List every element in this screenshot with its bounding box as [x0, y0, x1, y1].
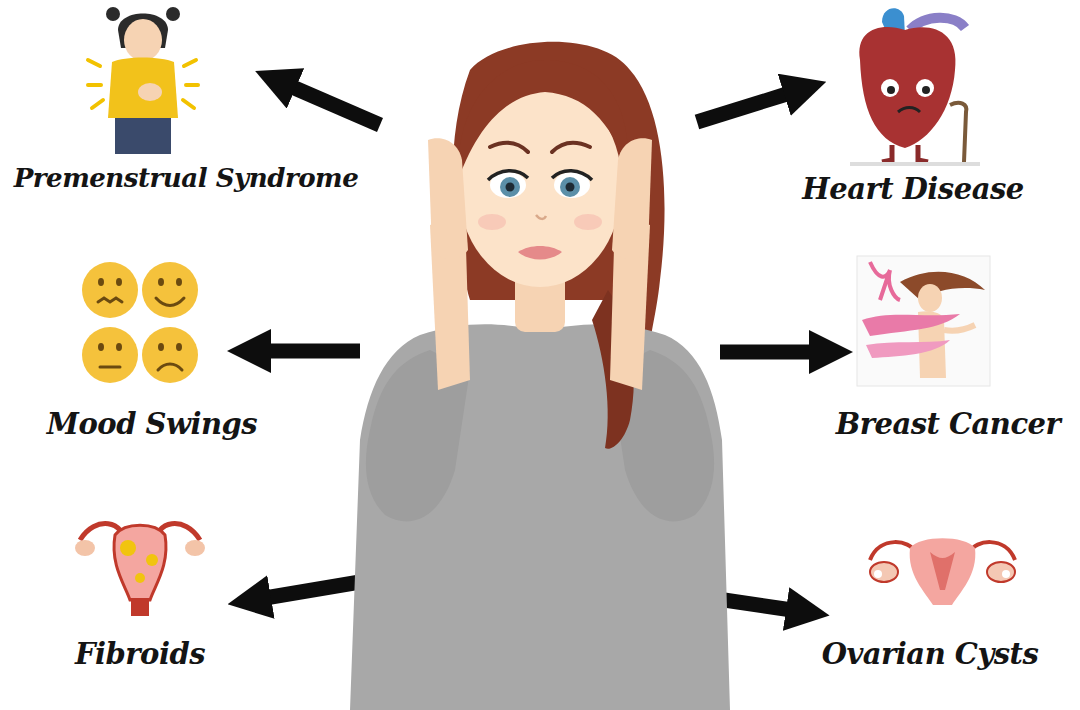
ovarian-cysts-icon [870, 538, 1015, 605]
condition-label: Heart Disease [802, 174, 1023, 206]
heart-icon [850, 8, 980, 164]
condition-label: Ovarian Cysts [822, 639, 1039, 671]
condition-label: Mood Swings [47, 409, 257, 441]
condition-label: Fibroids [75, 639, 205, 671]
mood-emoji-icons [82, 262, 198, 383]
woman-figure [350, 42, 730, 710]
fibroids-icon [75, 524, 205, 616]
condition-label: Premenstrual Syndrome [14, 164, 359, 193]
condition-label: Breast Cancer [836, 409, 1061, 441]
pms-icon [88, 7, 198, 154]
breast-cancer-icon [857, 256, 990, 386]
